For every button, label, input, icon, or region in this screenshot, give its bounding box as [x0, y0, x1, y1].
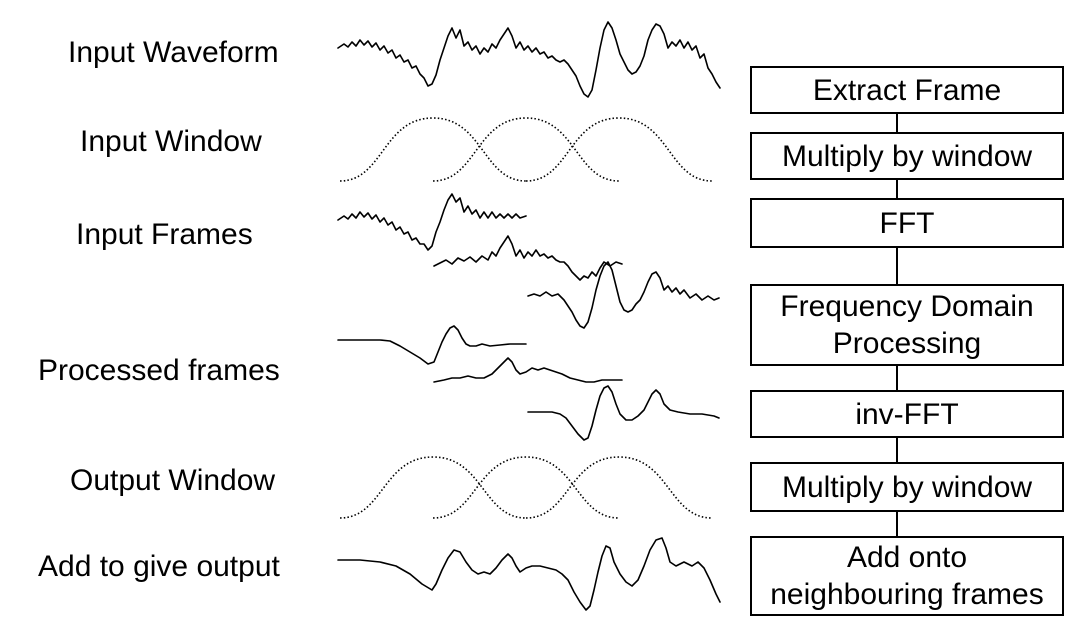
step-label-line-1: Add onto: [846, 541, 968, 574]
step-multiply-window-input: Multiply by window: [750, 132, 1064, 180]
input-frame-1-curve: [337, 193, 527, 251]
processed-frame-3-curve: [527, 385, 720, 441]
input-window-curve-2: [432, 117, 620, 182]
step-label-line-2: Processing: [832, 327, 982, 360]
label-add-output: Add to give output: [38, 550, 280, 583]
connector-line: [896, 510, 898, 538]
step-label-line-1: Frequency Domain: [780, 290, 1034, 323]
step-label: Multiply by window: [781, 470, 1033, 504]
step-multiply-window-output: Multiply by window: [750, 462, 1064, 512]
output-window-curve-1: [339, 456, 527, 519]
connector-line: [896, 178, 898, 200]
connector-line: [896, 364, 898, 392]
processed-frame-2-curve: [433, 357, 623, 383]
add-output-curve: [337, 537, 721, 611]
step-label-line-2: neighbouring frames: [770, 578, 1044, 611]
label-input-frames: Input Frames: [76, 218, 253, 251]
processed-frame-1-curve: [337, 325, 527, 365]
step-inv-fft: inv-FFT: [750, 390, 1064, 438]
output-window-curve-2: [432, 456, 620, 519]
step-label: FFT: [879, 206, 935, 240]
step-frequency-domain-processing: Frequency Domain Processing: [750, 284, 1064, 366]
input-window-curve-3: [525, 117, 713, 182]
label-processed-frames: Processed frames: [38, 354, 280, 387]
input-frame-3-curve: [527, 261, 720, 329]
output-window-curve-3: [525, 456, 713, 519]
label-input-waveform: Input Waveform: [68, 36, 279, 69]
input-window-curve-1: [339, 117, 527, 182]
input-frame-2-curve: [433, 235, 623, 281]
input-waveform-curve: [337, 21, 721, 98]
step-add-neighbouring-frames: Add onto neighbouring frames: [750, 536, 1064, 616]
label-input-window: Input Window: [80, 125, 262, 158]
step-label: Extract Frame: [812, 73, 1002, 107]
step-label: Multiply by window: [781, 139, 1033, 173]
step-extract-frame: Extract Frame: [750, 66, 1064, 114]
label-output-window: Output Window: [70, 464, 276, 497]
connector-line: [896, 112, 898, 134]
connector-line: [896, 246, 898, 286]
waveform-illustrations: [337, 21, 721, 611]
step-label: inv-FFT: [855, 397, 959, 431]
connector-line: [896, 436, 898, 464]
step-fft: FFT: [750, 198, 1064, 248]
